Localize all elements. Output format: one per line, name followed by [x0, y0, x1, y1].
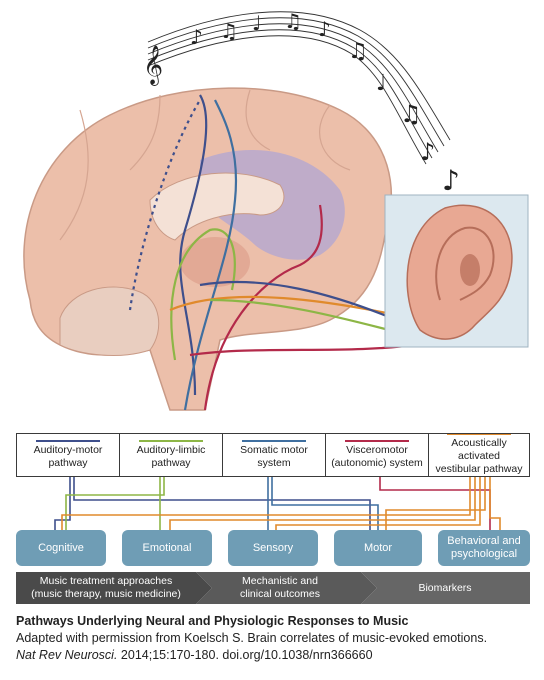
banner-treatment-approaches: Music treatment approaches(music therapy… [16, 572, 196, 604]
somatic-motor-path [183, 99, 237, 411]
pathway-label: Auditory-limbic [136, 444, 206, 456]
music-staff-ribbon [147, 11, 451, 165]
outcome-label: Behavioral and [447, 535, 521, 547]
outcome-emotional: Emotional [122, 530, 212, 566]
pathway-label: Visceromotor [346, 444, 408, 456]
visceromotor-path [203, 204, 323, 411]
outcome-sensory: Sensory [228, 530, 318, 566]
pathway-label: pathway [48, 457, 88, 469]
banner-label: clinical outcomes [240, 588, 320, 600]
svg-text:♪: ♪ [318, 17, 331, 41]
caption-citation: Nat Rev Neurosci. 2014;15:170-180. doi.o… [16, 647, 536, 664]
pathway-label: Acoustically activated [451, 437, 507, 462]
pathway-label: Somatic motor [240, 444, 308, 456]
caption-journal: Nat Rev Neurosci. [16, 648, 118, 662]
auditory-motor-path [179, 94, 208, 396]
pathway-box-auditory-motor: Auditory-motor pathway [16, 433, 120, 477]
svg-text:♪: ♪ [420, 138, 435, 166]
pathway-box-somatic-motor: Somatic motor system [222, 433, 326, 477]
outcome-motor: Motor [334, 530, 422, 566]
pathway-label: Auditory-motor [33, 444, 103, 456]
banner-biomarkers: Biomarkers [365, 572, 525, 604]
svg-text:♩: ♩ [376, 71, 386, 96]
pathway-label: vestibular pathway [435, 463, 523, 475]
pathway-box-visceromotor: Visceromotor (autonomic) system [325, 433, 429, 477]
ear-illustration [384, 194, 529, 348]
outcome-label: Sensory [252, 541, 294, 554]
pathway-swatch [447, 434, 511, 435]
pathway-swatch [345, 440, 409, 442]
svg-text:♪: ♪ [190, 25, 203, 49]
outcome-label: psychological [450, 548, 518, 560]
svg-text:♫: ♫ [400, 100, 422, 128]
diagram-figure: 𝄞 ♪ ♫ ♩ ♫ ♪ ♫ ♩ ♫ ♪ ♪ [23, 9, 529, 530]
svg-text:♪: ♪ [442, 164, 460, 197]
connector-lines [54, 477, 501, 530]
auditory-limbic-path [170, 228, 236, 361]
caption-source: Adapted with permission from Koelsch S. … [16, 631, 488, 645]
music-note-icon: ♪ ♫ ♩ ♫ ♪ ♫ ♩ ♫ ♪ ♪ [190, 9, 460, 197]
outcome-label: Motor [363, 541, 393, 554]
caption-title: Pathways Underlying Neural and Physiolog… [16, 614, 409, 628]
pathway-swatch [36, 440, 100, 442]
pathway-label: (autonomic) system [331, 457, 423, 469]
caption-reference: 2014;15:170-180. doi.org/10.1038/nrn3666… [117, 648, 373, 662]
banner-label: Biomarkers [418, 581, 472, 594]
pathway-swatch [242, 440, 306, 442]
figure-caption: Pathways Underlying Neural and Physiolog… [16, 613, 536, 664]
brain-illustration [23, 87, 393, 411]
pathway-box-vestibular: Acoustically activated vestibular pathwa… [428, 433, 530, 477]
banner-arrow [16, 572, 530, 604]
pathway-label: pathway [151, 457, 191, 469]
outcome-label: Emotional [142, 541, 192, 554]
banner-label: Music treatment approaches [39, 575, 173, 587]
pathway-box-auditory-limbic: Auditory-limbic pathway [119, 433, 223, 477]
svg-text:♫: ♫ [220, 19, 238, 43]
svg-text:♫: ♫ [284, 9, 302, 33]
outcome-cognitive: Cognitive [16, 530, 106, 566]
svg-text:♫: ♫ [348, 39, 368, 64]
banner-label: (music therapy, music medicine) [31, 588, 181, 600]
pathway-swatch [139, 440, 203, 442]
svg-text:♩: ♩ [252, 11, 261, 35]
outcome-label: Cognitive [38, 541, 84, 554]
banner-label: Mechanistic and [242, 575, 318, 587]
treble-clef-icon: 𝄞 [143, 45, 163, 86]
pathway-label: system [257, 457, 291, 469]
